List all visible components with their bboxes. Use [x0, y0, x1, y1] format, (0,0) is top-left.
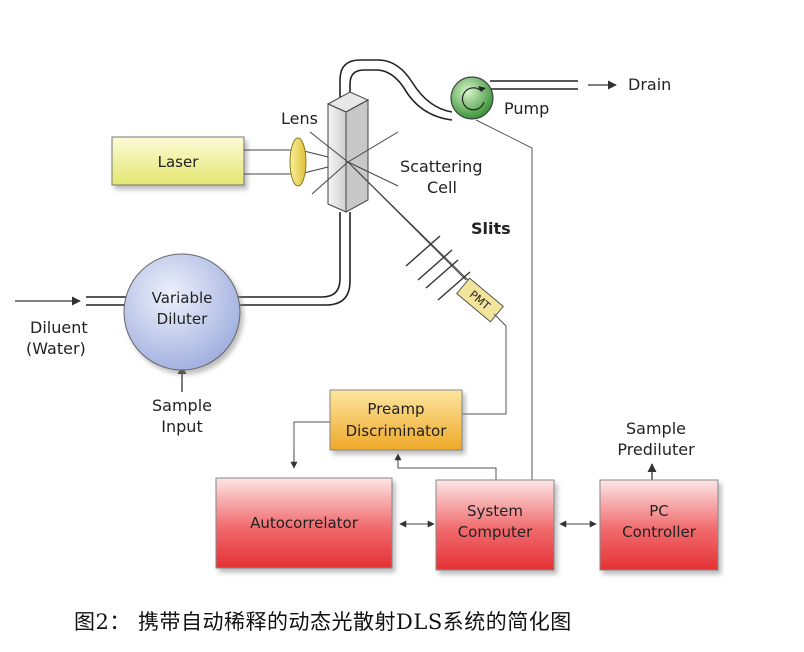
pc-label-2: Controller [622, 523, 697, 541]
lens-label: Lens [281, 109, 318, 128]
diluter-label-2: Diluter [157, 310, 209, 328]
prediluter-label-2: Prediluter [617, 440, 695, 459]
slits [405, 235, 471, 301]
variable-diluter: Variable Diluter [123, 253, 241, 371]
scattering-cell [326, 91, 370, 213]
system-computer-box: System Computer [435, 479, 555, 571]
water-label: (Water) [26, 339, 86, 358]
slits-label: Slits [471, 219, 511, 238]
laser-label: Laser [158, 153, 200, 171]
drain-label: Drain [628, 75, 671, 94]
diagram-canvas: Laser PMT [15, 59, 719, 571]
prediluter-label-1: Sample [626, 419, 686, 438]
scattering-label: Scattering [400, 157, 482, 176]
signal-wires [293, 119, 533, 480]
pc-label-1: PC [649, 502, 669, 520]
pc-controller-box: PC Controller [599, 479, 719, 571]
pump [450, 76, 494, 120]
sample-input-label-2: Input [161, 417, 202, 436]
autocorrelator-label: Autocorrelator [250, 514, 359, 532]
cell-label: Cell [427, 178, 457, 197]
autocorrelator-box: Autocorrelator [215, 477, 393, 569]
figure-caption: 图2： 携带自动稀释的动态光散射DLS系统的简化图 [74, 610, 572, 634]
lens-shape [289, 137, 307, 187]
preamp-discriminator-box: Preamp Discriminator [329, 389, 463, 451]
free-labels: Drain Pump Lens Scattering Cell Slits Di… [26, 75, 695, 459]
tubing [86, 59, 578, 306]
preamp-label-2: Discriminator [346, 422, 448, 440]
preamp-label-1: Preamp [367, 400, 424, 418]
sample-input-label-1: Sample [152, 396, 212, 415]
system-label-1: System [467, 502, 523, 520]
diluent-label: Diluent [30, 318, 88, 337]
system-label-2: Computer [458, 523, 533, 541]
laser-box: Laser [111, 136, 245, 186]
pmt-box: PMT [456, 277, 504, 323]
pump-label: Pump [504, 99, 549, 118]
diluter-label-1: Variable [152, 289, 213, 307]
